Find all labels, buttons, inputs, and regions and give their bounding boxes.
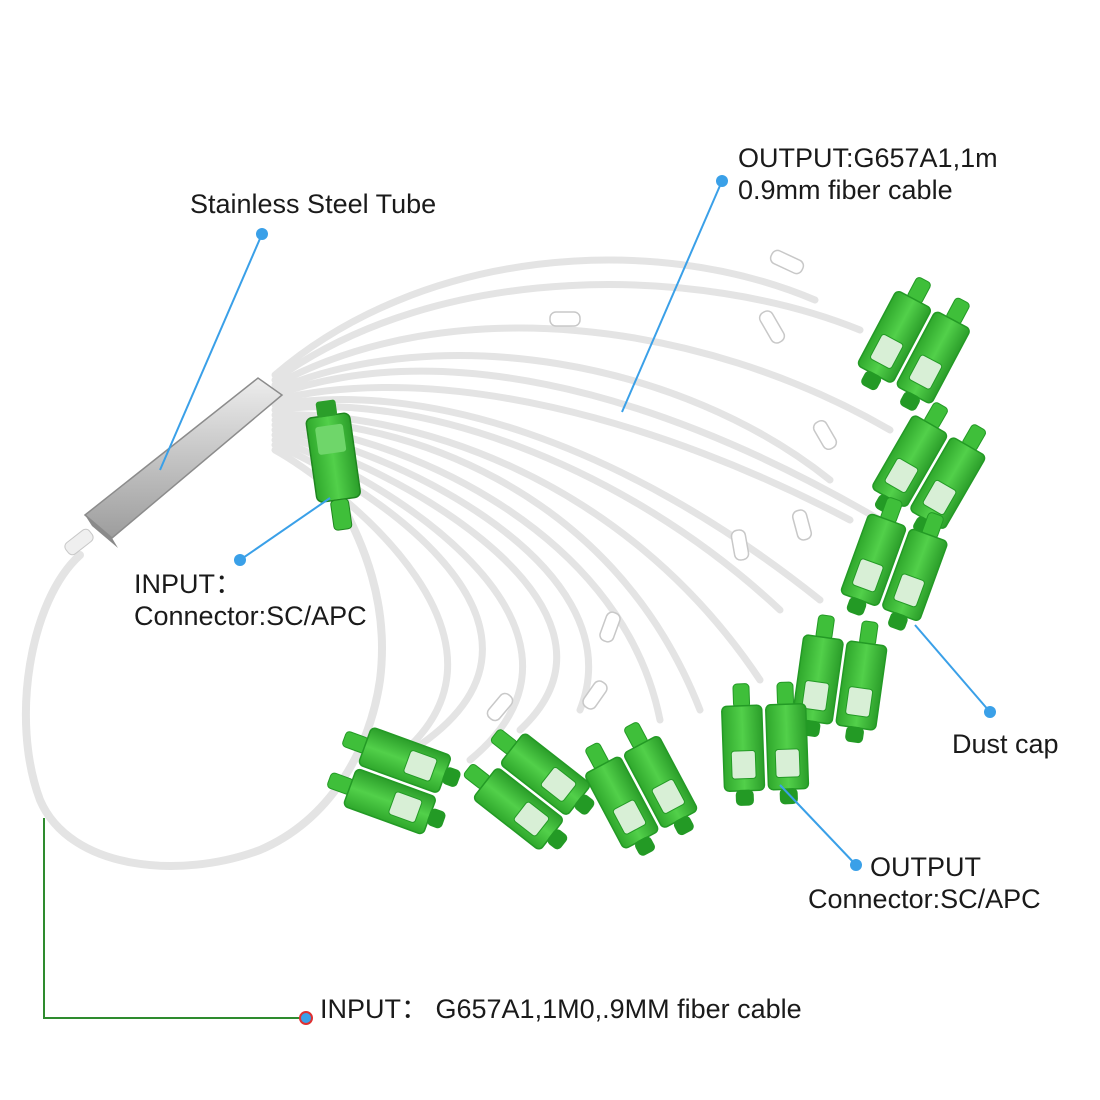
output-fiber [271,352,834,484]
dust-cap [845,726,864,744]
fiber-marker [791,509,813,541]
callout-dot-output-connector [850,859,862,871]
input-cable-pointer [43,818,313,1025]
fiber-marker [758,310,786,344]
label-dust-cap: Dust cap [952,729,1059,759]
sc-apc-connector [490,729,595,815]
sc-apc-connector [623,722,698,836]
sc-apc-connector [835,620,888,744]
dust-cap [635,836,655,856]
stainless-steel-tube [64,377,284,556]
callout-dot-tube [256,228,268,240]
sc-apc-connector [342,727,461,793]
callout-dot-dust-cap [984,706,996,718]
label-input-connector-line1: INPUT： [134,569,242,599]
fiber-marker-sleeves [486,249,838,722]
sc-apc-connector [792,614,844,737]
label-stainless-steel-tube: Stainless Steel Tube [190,189,437,219]
callout-dot-input-connector [234,554,246,566]
sc-apc-connector [585,742,659,856]
sc-apc-connector [857,277,932,391]
sc-apc-connector [327,768,446,835]
fiber-marker [769,249,805,275]
label-output-connector-line1: OUTPUT [870,852,981,882]
label-input-connector: INPUT： Connector:SC/APC [134,568,367,632]
output-fiber [271,281,864,384]
label-output-cable: OUTPUT:G657A1,1m 0.9mm fiber cable [738,142,998,206]
fiber-marker [486,692,514,722]
output-fiber [271,256,819,379]
input-sc-apc-connector [305,399,361,531]
sc-apc-connector [765,681,810,805]
pointer-line-output-cable [621,180,723,413]
sc-apc-connector [463,763,568,850]
fiber-marker [730,529,750,561]
callout-dot-input-cable [299,1011,313,1025]
dust-cap [735,789,754,806]
sc-apc-connector [721,683,766,806]
dust-cap [574,794,595,815]
label-output-connector: OUTPUT Connector:SC/APC [808,851,1041,915]
dust-cap [888,612,908,631]
label-output-connector-line2: Connector:SC/APC [808,884,1041,914]
output-fiber [271,446,451,774]
output-fiber [271,324,894,434]
output-fiber [271,367,884,524]
dust-cap [861,371,882,391]
callout-dot-output-cable [716,175,728,187]
fiber-marker [812,419,838,451]
label-input-connector-line2: Connector:SC/APC [134,601,367,631]
dust-cap [673,816,694,836]
pointer-line-tube [159,233,263,471]
dust-cap [427,808,446,829]
fiber-marker [549,311,581,327]
label-input-cable: INPUT： G657A1,1M0,.9MM fiber cable [320,994,802,1024]
sc-apc-connectors [327,277,987,856]
sc-apc-connector [896,297,970,411]
dust-cap [442,767,461,787]
label-output-cable-line2: 0.9mm fiber cable [738,175,953,205]
label-output-cable-line1: OUTPUT:G657A1,1m [738,143,998,173]
dust-cap [547,829,568,850]
pointer-line-input-connector [239,497,331,561]
fiber-marker [599,611,621,643]
input-fiber [21,506,386,870]
sc-apc-connector [840,497,907,616]
sc-apc-connector [882,512,948,631]
callout-dots [234,175,996,871]
dust-cap [900,391,920,411]
callout-pointers [159,180,991,866]
pointer-line-dust-cap [914,624,991,713]
sc-apc-connector [910,424,987,536]
output-fiber [271,384,854,524]
pointer-line-output-connector [779,784,857,866]
fiber-marker [582,680,608,710]
dust-cap [846,597,867,616]
